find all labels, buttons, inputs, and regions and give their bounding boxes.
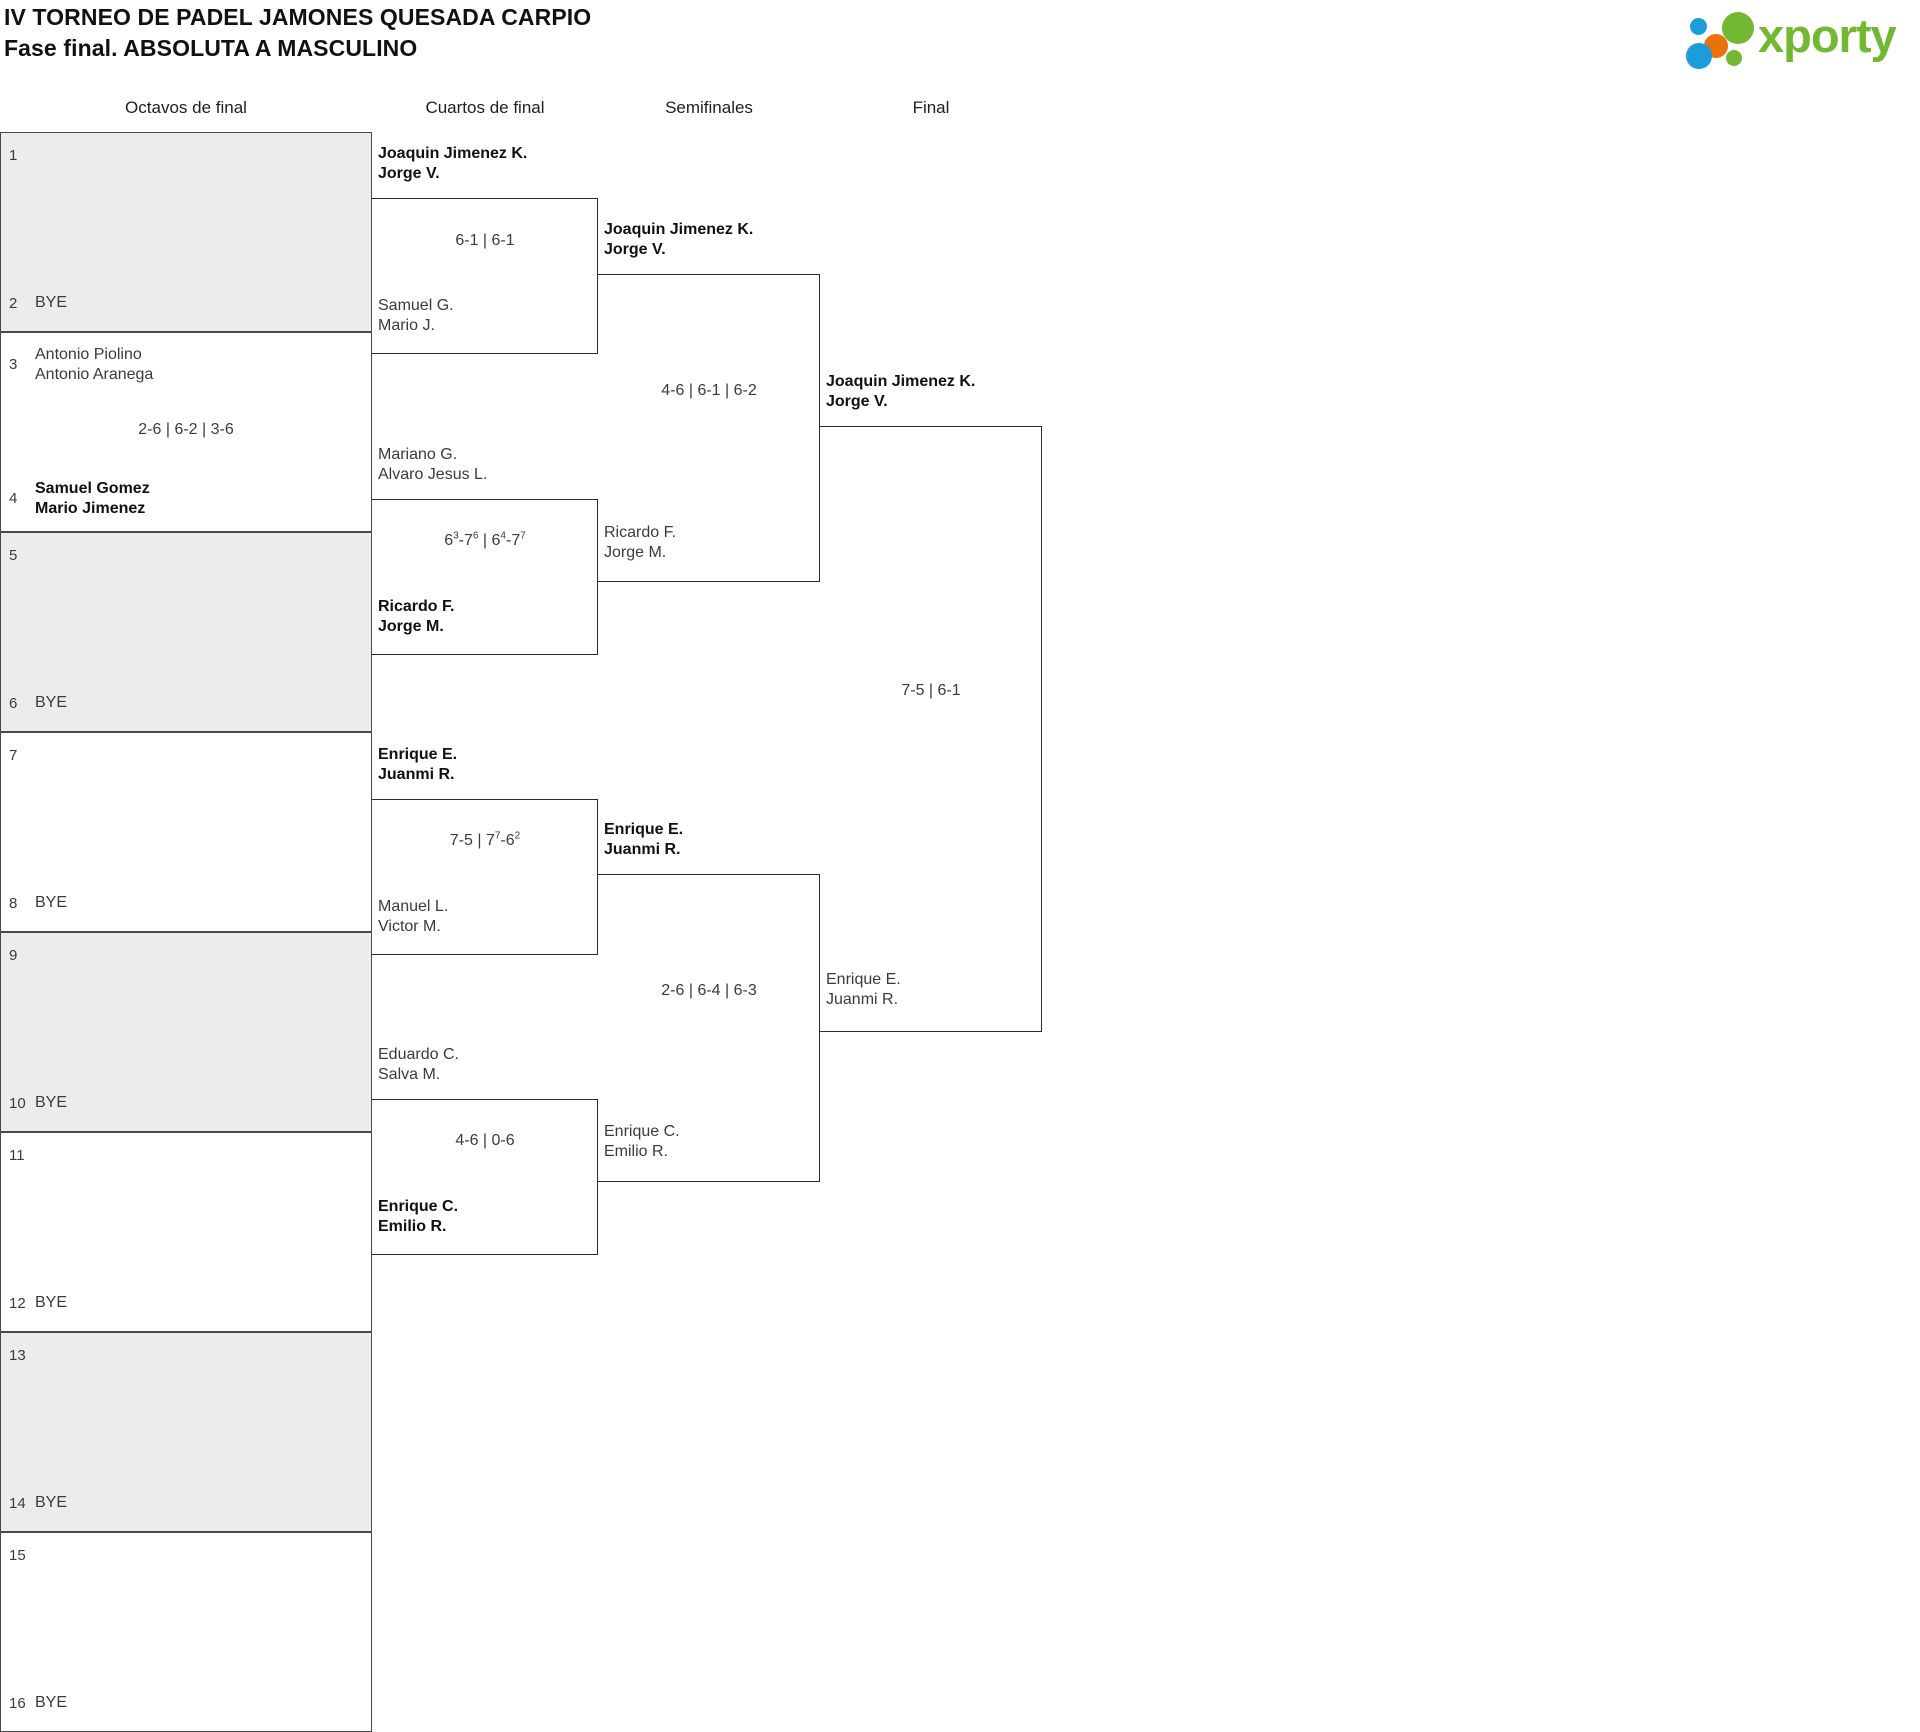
seed-players: BYE (35, 894, 68, 911)
cuartos-score-4: 4-6 | 0-6 (455, 1132, 515, 1149)
semifinal-1-bottom-team[interactable]: Ricardo F. Jorge M. (604, 524, 677, 561)
seed-number: 7 (9, 747, 18, 764)
octavos-slot-13[interactable]: 13 (9, 1345, 363, 1365)
final-connector (820, 426, 1042, 1032)
octavos-slot-14[interactable]: 14 BYE (9, 1493, 363, 1513)
octavos-slot-2[interactable]: 2 BYE (9, 293, 363, 313)
octavos-match-7[interactable]: 13 14 BYE (0, 1332, 372, 1532)
seed-number: 8 (9, 895, 18, 912)
cuartos-4-top-team[interactable]: Eduardo C. Salva M. (378, 1046, 459, 1083)
semifinal-2-top-team[interactable]: Enrique E. Juanmi R. (604, 821, 684, 858)
tournament-title: IV TORNEO DE PADEL JAMONES QUESADA CARPI… (4, 4, 592, 30)
cuartos-connector-1 (372, 198, 598, 354)
cuartos-2-bottom-team[interactable]: Ricardo F. Jorge M. (378, 598, 455, 635)
seed-number: 13 (9, 1347, 26, 1364)
cuartos-score-2: 63-76 | 64-77 (444, 530, 526, 549)
seed-number: 6 (9, 695, 18, 712)
semifinal-1-top-team[interactable]: Joaquin Jimenez K. Jorge V. (604, 221, 754, 258)
page-header: IV TORNEO DE PADEL JAMONES QUESADA CARPI… (0, 0, 1920, 72)
tournament-subtitle: Fase final. ABSOLUTA A MASCULINO (4, 35, 418, 61)
cuartos-connector-2 (372, 499, 598, 655)
octavos-slot-4[interactable]: 4 Samuel Gomez Mario Jimenez (9, 479, 363, 519)
seed-players: BYE (35, 1094, 68, 1111)
octavos-match-3[interactable]: 5 6 BYE (0, 532, 372, 732)
semifinal-connector-2 (598, 874, 820, 1182)
tournament-title-block: IV TORNEO DE PADEL JAMONES QUESADA CARPI… (4, 2, 591, 64)
tournament-bracket: 1 2 BYE 3 Antonio Piolino Antonio Araneg… (0, 132, 1042, 1732)
seed-players: BYE (35, 1694, 68, 1711)
octavos-match-5[interactable]: 9 10 BYE (0, 932, 372, 1132)
cuartos-1-bottom-team[interactable]: Samuel G. Mario J. (378, 297, 454, 334)
seed-number: 11 (9, 1147, 25, 1164)
octavos-slot-10[interactable]: 10 BYE (9, 1093, 363, 1113)
logo-wordmark: xporty (1758, 9, 1897, 62)
logo-dots-icon (1686, 10, 1760, 69)
octavos-slot-3[interactable]: 3 Antonio Piolino Antonio Aranega (9, 345, 363, 385)
round-header-semifinales: Semifinales (665, 98, 753, 117)
seed-number: 1 (9, 147, 18, 164)
seed-players: BYE (35, 1294, 68, 1311)
logo-dot-blue-small-icon (1690, 18, 1707, 35)
octavos-match-1[interactable]: 1 2 BYE (0, 132, 372, 332)
seed-number: 3 (9, 356, 18, 373)
seed-number: 9 (9, 947, 18, 964)
semifinal-2-bottom-team[interactable]: Enrique C. Emilio R. (604, 1123, 680, 1160)
seed-players: Samuel Gomez Mario Jimenez (35, 480, 150, 517)
octavos-slot-7[interactable]: 7 (9, 745, 363, 765)
octavos-match-2[interactable]: 3 Antonio Piolino Antonio Aranega 2-6 | … (0, 332, 372, 532)
logo-dot-blue-large-icon (1686, 43, 1712, 69)
cuartos-3-top-team[interactable]: Enrique E. Juanmi R. (378, 746, 458, 783)
logo-dot-green-large-icon (1722, 12, 1754, 44)
seed-number: 14 (9, 1495, 26, 1512)
octavos-slot-16[interactable]: 16 BYE (9, 1693, 363, 1713)
octavos-slot-6[interactable]: 6 BYE (9, 693, 363, 713)
cuartos-connector-3 (372, 799, 598, 955)
seed-players: BYE (35, 694, 68, 711)
final-score: 7-5 | 6-1 (901, 682, 961, 699)
octavos-match-6[interactable]: 11 12 BYE (0, 1132, 372, 1332)
seed-number: 2 (9, 295, 18, 312)
seed-number: 10 (9, 1095, 26, 1112)
semifinal-score-2: 2-6 | 6-4 | 6-3 (661, 982, 757, 999)
seed-number: 5 (9, 547, 18, 564)
semifinal-connector-1 (598, 274, 820, 582)
round-header-final: Final (912, 98, 950, 117)
cuartos-4-bottom-team[interactable]: Enrique C. Emilio R. (378, 1198, 459, 1235)
round-header-octavos: Octavos de final (125, 98, 247, 117)
semifinal-score-1: 4-6 | 6-1 | 6-2 (661, 382, 757, 399)
octavos-slot-8[interactable]: 8 BYE (9, 893, 363, 913)
cuartos-score-1: 6-1 | 6-1 (455, 232, 515, 249)
cuartos-3-bottom-team[interactable]: Manuel L. Victor M. (378, 898, 449, 935)
final-bottom-team[interactable]: Enrique E. Juanmi R. (826, 971, 901, 1008)
round-header-cuartos: Cuartos de final (425, 98, 545, 117)
seed-players: BYE (35, 1494, 68, 1511)
cuartos-connector-4 (372, 1099, 598, 1255)
octavos-match-4[interactable]: 7 8 BYE (0, 732, 372, 932)
seed-players: BYE (35, 294, 68, 311)
octavos-slot-9[interactable]: 9 (9, 945, 363, 965)
cuartos-1-top-team[interactable]: Joaquin Jimenez K. Jorge V. (378, 145, 528, 182)
logo-dot-green-small-icon (1726, 50, 1742, 66)
octavos-slot-5[interactable]: 5 (9, 545, 363, 565)
octavos-slot-11[interactable]: 11 (9, 1145, 363, 1165)
seed-number: 12 (9, 1295, 26, 1312)
octavos-slot-15[interactable]: 15 (9, 1545, 363, 1565)
cuartos-2-top-team[interactable]: Mariano G. Alvaro Jesus L. (378, 446, 488, 483)
octavos-match-8[interactable]: 15 16 BYE (0, 1532, 372, 1732)
seed-players: Antonio Piolino Antonio Aranega (35, 346, 154, 383)
seed-number: 16 (9, 1695, 26, 1712)
octavos-slot-12[interactable]: 12 BYE (9, 1293, 363, 1313)
final-top-team[interactable]: Joaquin Jimenez K. Jorge V. (826, 373, 976, 410)
cuartos-score-3: 7-5 | 77-62 (449, 830, 521, 849)
seed-number: 4 (9, 490, 18, 507)
octavos-slot-1[interactable]: 1 (9, 145, 363, 165)
octavos-score-2: 2-6 | 6-2 | 3-6 (138, 421, 234, 438)
seed-number: 15 (9, 1547, 26, 1564)
xporty-logo[interactable]: xporty (1686, 6, 1906, 69)
